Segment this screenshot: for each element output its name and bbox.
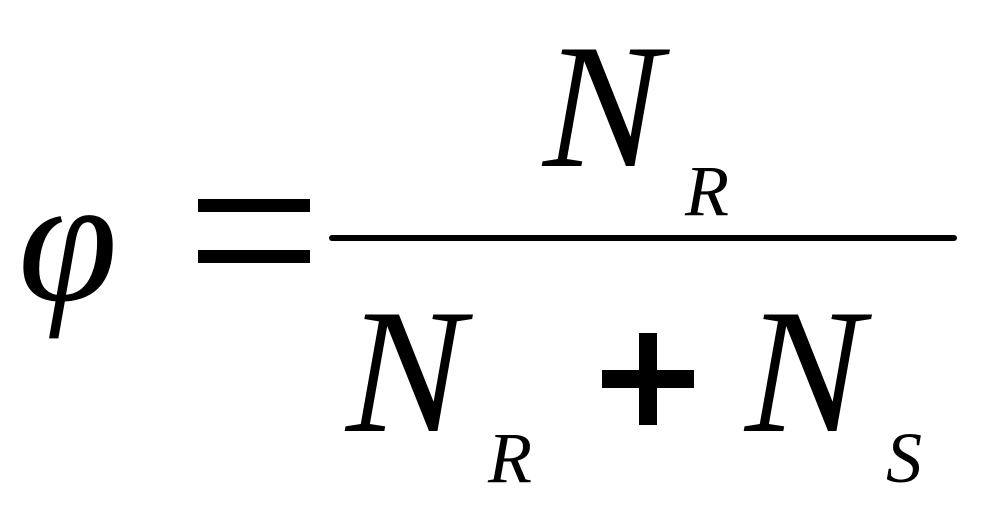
- plus-vertical-bar: [639, 333, 657, 425]
- equals-bar-bottom: [198, 250, 310, 263]
- equals-bar-top: [198, 199, 310, 212]
- denominator-n-s: N: [745, 272, 864, 470]
- phi-symbol: φ: [18, 140, 118, 339]
- numerator-subscript-r: R: [685, 151, 729, 231]
- denominator-subscript-s: S: [886, 418, 922, 498]
- plus-sign: [602, 333, 694, 425]
- denominator-subscript-r: R: [488, 418, 532, 498]
- numerator-n: N: [543, 7, 662, 205]
- denominator-n-r: N: [346, 272, 465, 470]
- fraction-line: [329, 235, 957, 241]
